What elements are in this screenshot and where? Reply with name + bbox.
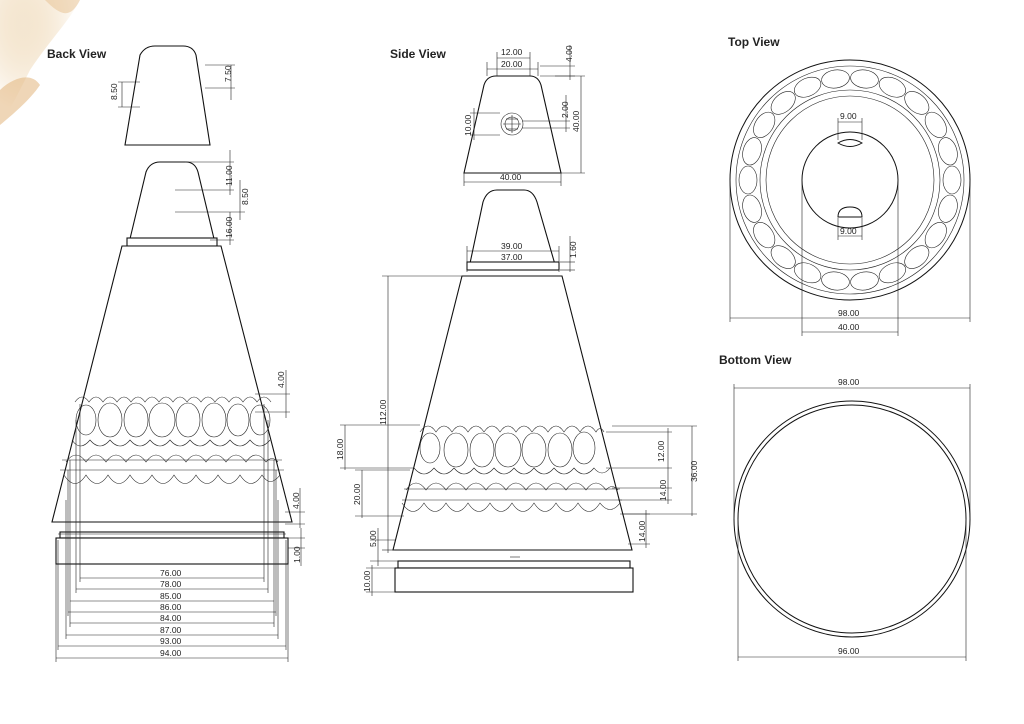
bottom-inner-rim bbox=[737, 404, 967, 634]
dim-side-20b: 20.00 bbox=[352, 483, 362, 505]
top-slot-upper bbox=[837, 139, 863, 147]
top-scallop bbox=[850, 271, 879, 291]
dim-back-cap-side: 8.50 bbox=[109, 83, 119, 100]
top-scallop bbox=[742, 194, 762, 223]
top-slot-lower bbox=[837, 206, 863, 218]
back-base bbox=[55, 537, 289, 565]
side-dimension-lines bbox=[340, 45, 697, 596]
back-cone-body bbox=[51, 245, 293, 523]
dim-side-top-4: 4.00 bbox=[564, 45, 574, 62]
back-scallops-lower bbox=[60, 454, 284, 484]
side-scallops-lower bbox=[401, 482, 622, 512]
dim-side-10: 10.00 bbox=[362, 570, 372, 592]
top-scallop bbox=[878, 76, 906, 98]
side-knob bbox=[500, 112, 524, 136]
dim-side-20: 20.00 bbox=[501, 59, 523, 69]
side-base bbox=[394, 567, 634, 593]
top-scallop bbox=[821, 69, 850, 89]
top-scallop bbox=[904, 245, 930, 269]
top-scallop bbox=[753, 222, 776, 249]
dim-side-cap-40h: 40.00 bbox=[571, 110, 581, 132]
top-scallop bbox=[770, 91, 796, 115]
dim-side-r12: 12.00 bbox=[656, 440, 666, 462]
dim-back-w86: 86.00 bbox=[160, 602, 182, 612]
stain-decoration bbox=[0, 0, 80, 125]
dim-back-w85: 85.00 bbox=[160, 591, 182, 601]
dim-back-tier-4: 4.00 bbox=[276, 371, 286, 388]
dim-top-slot-bottom: 9.00 bbox=[840, 226, 857, 236]
side-neck-ring bbox=[466, 261, 560, 271]
dim-side-12: 12.00 bbox=[501, 47, 523, 57]
dim-bottom-inner: 96.00 bbox=[838, 646, 860, 656]
top-scallop bbox=[753, 111, 776, 138]
dim-back-cap-top: 7.50 bbox=[223, 65, 233, 82]
side-cone-body bbox=[392, 275, 633, 551]
side-cone-top bbox=[468, 189, 557, 269]
dim-side-cap-40w: 40.00 bbox=[500, 172, 522, 182]
dim-back-base-4: 4.00 bbox=[291, 492, 301, 509]
dim-side-160: 1.60 bbox=[568, 241, 578, 258]
dim-side-r14b: 14.00 bbox=[637, 520, 647, 542]
top-scallop-ring bbox=[738, 69, 962, 291]
back-scallops-upper bbox=[71, 396, 272, 447]
back-cap bbox=[124, 45, 211, 146]
dim-top-outer: 98.00 bbox=[838, 308, 860, 318]
dim-top-inner: 40.00 bbox=[838, 322, 860, 332]
bottom-outer-rim bbox=[733, 400, 971, 638]
top-scallop bbox=[738, 165, 758, 195]
top-scallop bbox=[924, 222, 947, 249]
top-scallop bbox=[742, 137, 762, 166]
top-scallop bbox=[770, 245, 796, 269]
back-neck-ring bbox=[126, 237, 218, 247]
dim-side-112: 112.00 bbox=[378, 399, 388, 425]
top-scallop bbox=[904, 91, 930, 115]
back-cone-top bbox=[128, 161, 216, 244]
top-scallop bbox=[942, 165, 962, 195]
dim-side-r14: 14.00 bbox=[658, 479, 668, 501]
dim-side-37: 37.00 bbox=[501, 252, 523, 262]
dim-side-r36: 36.00 bbox=[689, 460, 699, 482]
top-view: 9.00 9.00 98.00 40.00 bbox=[729, 59, 971, 336]
dim-back-w87: 87.00 bbox=[160, 625, 182, 635]
dim-back-850: 8.50 bbox=[240, 188, 250, 205]
top-scallop bbox=[924, 111, 947, 138]
back-view: 8.50 7.50 11.00 8.50 16.00 4.00 4.00 1.0… bbox=[51, 45, 305, 662]
dim-back-w84: 84.00 bbox=[160, 613, 182, 623]
top-scallop bbox=[850, 69, 879, 89]
back-base-lip bbox=[59, 531, 285, 539]
dim-side-knob-2: 2.00 bbox=[560, 101, 570, 118]
top-scallop bbox=[878, 262, 906, 284]
bottom-view: 98.00 96.00 bbox=[733, 377, 971, 661]
back-view-title: Back View bbox=[47, 47, 107, 61]
bottom-dimension-lines bbox=[733, 384, 971, 661]
dim-side-5: 5.00 bbox=[368, 530, 378, 547]
side-view: 12.00 20.00 4.00 10.00 2.00 40.00 40.00 … bbox=[335, 45, 699, 596]
top-scallop bbox=[938, 137, 958, 166]
dim-side-18: 18.00 bbox=[335, 438, 345, 460]
dim-back-w78: 78.00 bbox=[160, 579, 182, 589]
bottom-view-title: Bottom View bbox=[719, 353, 792, 367]
dim-side-knob-10: 10.00 bbox=[463, 114, 473, 136]
top-dimension-lines bbox=[729, 118, 971, 336]
top-view-title: Top View bbox=[728, 35, 780, 49]
dim-side-39: 39.00 bbox=[501, 241, 523, 251]
side-view-title: Side View bbox=[390, 47, 446, 61]
side-scallops-upper bbox=[413, 425, 611, 475]
top-scallop bbox=[821, 271, 850, 291]
back-dimension-lines bbox=[55, 64, 305, 662]
dim-back-w76: 76.00 bbox=[160, 568, 182, 578]
dim-back-16: 16.00 bbox=[224, 216, 234, 238]
side-base-lip bbox=[397, 560, 631, 569]
dim-back-w94: 94.00 bbox=[160, 648, 182, 658]
top-scallop bbox=[794, 76, 822, 98]
dim-bottom-outer: 98.00 bbox=[838, 377, 860, 387]
top-scallop bbox=[938, 194, 958, 223]
top-scallop bbox=[794, 262, 822, 284]
dim-back-w93: 93.00 bbox=[160, 636, 182, 646]
side-cap bbox=[463, 75, 562, 174]
dim-back-11: 11.00 bbox=[224, 165, 234, 186]
dim-top-slot-top: 9.00 bbox=[840, 111, 857, 121]
dim-back-base-1: 1.00 bbox=[292, 546, 302, 563]
